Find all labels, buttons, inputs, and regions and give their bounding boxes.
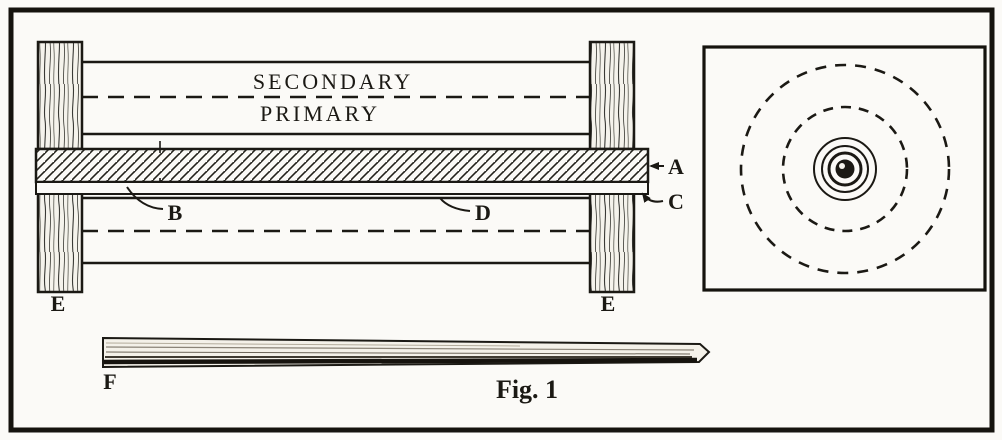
label-d-leader [439, 197, 471, 212]
tube-inner-circle [821, 145, 869, 193]
label-e-right: E [601, 291, 616, 316]
cross-section-view [702, 45, 987, 292]
core-section-ring [827, 151, 863, 187]
rod-grain-line-2 [105, 346, 695, 351]
cross-section-square [702, 45, 987, 292]
label-a: A [668, 154, 684, 179]
left-end-board-bottom [36, 184, 84, 294]
core-section-highlight [839, 163, 845, 169]
rod-grain-line-1 [105, 342, 521, 347]
right-end-board-top [588, 40, 636, 151]
label-f: F [103, 369, 116, 394]
label-b-leader [126, 186, 164, 210]
label-e-left: E [51, 291, 66, 316]
primary-winding-circle [781, 105, 909, 233]
core-section-center [835, 159, 855, 179]
label-c: C [668, 189, 684, 214]
label-d: D [475, 200, 491, 225]
secondary-label: SECONDARY [253, 69, 413, 94]
side-view: SECONDARY PRIMARY A C B D E E [34, 40, 684, 316]
rod-f: F [102, 336, 711, 394]
figure-frame [8, 7, 995, 433]
right-end-board-bottom [588, 184, 636, 294]
core-tube [35, 181, 649, 195]
rod-grain-line-3 [105, 351, 691, 355]
secondary-winding-circle [739, 63, 951, 275]
figure-caption: Fig. 1 [496, 375, 558, 404]
tube-outer-circle [813, 137, 877, 201]
primary-label: PRIMARY [260, 101, 380, 126]
rod-shadow-band [103, 357, 698, 365]
label-c-leader [641, 192, 664, 203]
left-end-board-top [36, 40, 84, 151]
label-b: B [168, 200, 183, 225]
